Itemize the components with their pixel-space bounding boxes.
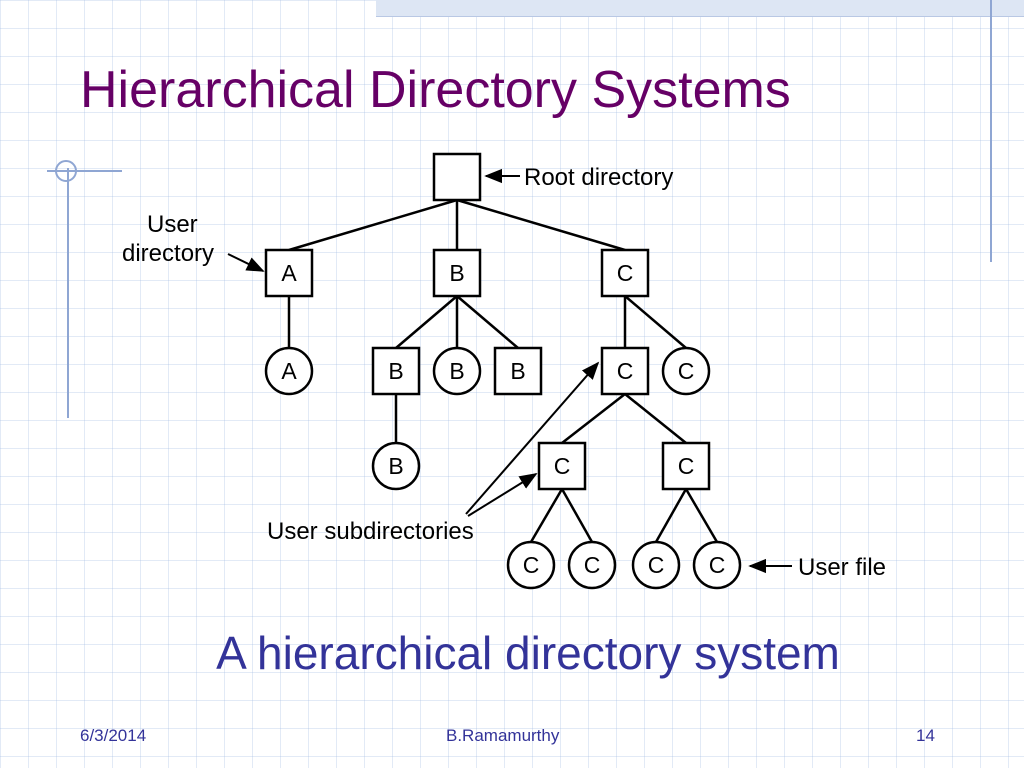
directory-box [537,441,587,491]
tree-edges [287,198,719,543]
tree-edge-C1-C1a [561,393,626,444]
directory-box [264,248,314,298]
left-decoration-circle-icon [55,160,77,182]
file-circle [692,540,742,590]
directory-node-B3: B [493,346,543,396]
node-label: B [449,358,464,384]
tree-edge-B-B1 [395,295,458,349]
user-directory-pointer-arrow [227,253,265,272]
node-label: B [388,358,403,384]
node-label: B [510,358,525,384]
tree-edge-B-B3 [456,295,519,349]
node-label: C [584,552,601,578]
file-node-C2: C [661,346,711,396]
node-label: C [554,453,571,479]
file-node-C1b1: C [631,540,681,590]
directory-node-C1b: C [661,441,711,491]
directory-node-root [432,152,482,202]
node-label: B [449,260,464,286]
file-circle [432,346,482,396]
file-circle [631,540,681,590]
directory-node-B1: B [371,346,421,396]
tree-edge-C1a-C1a1 [529,488,564,543]
directory-box [661,441,711,491]
directory-node-A: A [264,248,314,298]
directory-node-C1a: C [537,441,587,491]
directory-box [432,152,482,202]
file-node-C1a1: C [506,540,556,590]
node-label: A [281,260,297,286]
root-directory-label: Root directory [524,164,673,191]
tree-edge-C1b-C1b2 [684,488,719,543]
user-directory-label-line1: User [147,211,198,238]
node-label: A [281,358,297,384]
file-circle [264,346,314,396]
directory-node-C1: C [600,346,650,396]
node-label: C [709,552,726,578]
footer-author: B.Ramamurthy [446,726,560,745]
file-node-C1b2: C [692,540,742,590]
slide-caption: A hierarchical directory system [216,627,840,679]
user-file-label: User file [798,554,886,581]
file-circle [661,346,711,396]
directory-box [371,346,421,396]
directory-box [600,346,650,396]
slide-title: Hierarchical Directory Systems [80,61,791,119]
directory-box [600,248,650,298]
tree-nodes: A B C A B B B C C B C C C C C C [264,152,742,590]
node-label: C [523,552,540,578]
file-node-C1a2: C [567,540,617,590]
file-circle [506,540,556,590]
node-label: C [648,552,665,578]
tree-edge-root-C [456,198,626,252]
file-node-B2: B [432,346,482,396]
file-circle [567,540,617,590]
subdirectory-pointer-arrow-upper [465,361,600,515]
left-decoration-line [67,168,69,418]
tree-edge-C-C2 [624,295,687,349]
footer-date: 6/3/2014 [80,726,147,745]
top-decoration-band [376,0,1024,17]
directory-node-B: B [432,248,482,298]
file-node-A1: A [264,346,314,396]
node-label: C [617,260,634,286]
directory-node-C: C [600,248,650,298]
right-decoration-line [990,0,992,262]
node-label: C [678,453,695,479]
user-subdirectories-label: User subdirectories [267,518,474,545]
footer-page-number: 14 [916,726,935,745]
directory-box [432,248,482,298]
node-label: B [388,453,403,479]
left-decoration-crossbar [47,170,122,172]
file-circle [371,441,421,491]
user-directory-label-line2: directory [122,240,214,267]
tree-edge-C1b-C1b1 [654,488,688,543]
node-label: C [617,358,634,384]
subdirectory-pointer-arrow-lower [467,473,538,517]
tree-edge-C1a-C1a2 [560,488,594,543]
tree-edge-root-A [288,198,458,252]
file-node-B1a: B [371,441,421,491]
directory-box [493,346,543,396]
node-label: C [678,358,695,384]
tree-edge-C1-C1b [624,393,687,444]
